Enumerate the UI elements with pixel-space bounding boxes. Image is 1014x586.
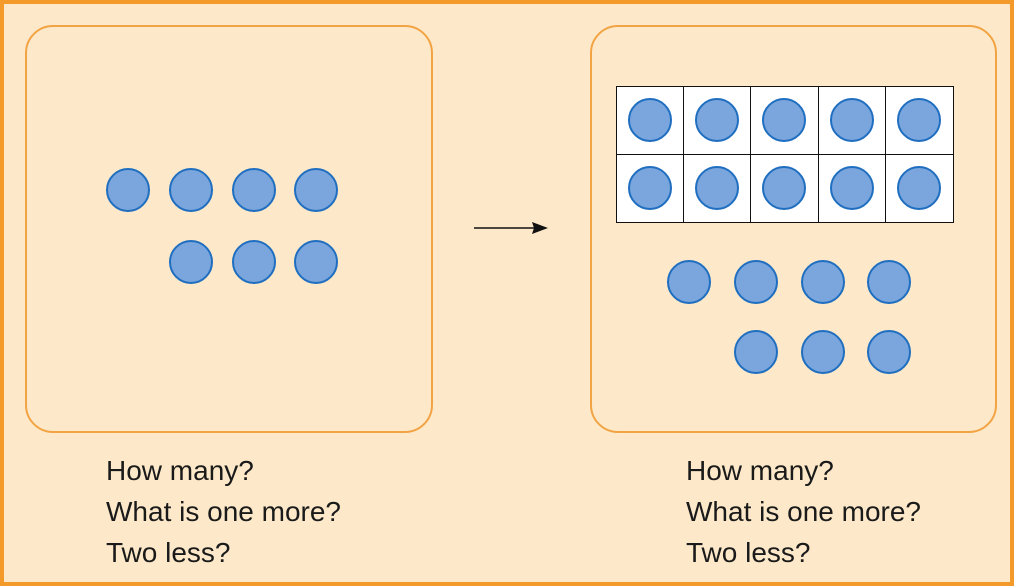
dot bbox=[762, 166, 807, 211]
ten-frame-cell bbox=[617, 154, 685, 222]
ten-frame-cell bbox=[818, 87, 886, 155]
ten-frame bbox=[616, 86, 954, 223]
dot bbox=[801, 330, 845, 374]
dot bbox=[867, 330, 911, 374]
question-one-more: What is one more? bbox=[686, 496, 921, 527]
ten-frame-cell bbox=[819, 154, 886, 222]
ten-frame-cell bbox=[751, 87, 819, 155]
question-how-many: How many? bbox=[106, 455, 254, 486]
dot bbox=[232, 168, 276, 212]
left-questions: How many? What is one more? Two less? bbox=[106, 450, 341, 573]
dot bbox=[867, 260, 911, 304]
question-one-more: What is one more? bbox=[106, 496, 341, 527]
dot bbox=[169, 168, 213, 212]
question-how-many: How many? bbox=[686, 455, 834, 486]
dot bbox=[762, 98, 807, 143]
right-arrow-icon bbox=[474, 222, 548, 234]
dot bbox=[169, 240, 213, 284]
right-questions: How many? What is one more? Two less? bbox=[686, 450, 921, 573]
dot bbox=[667, 260, 711, 304]
dot bbox=[294, 168, 338, 212]
dot bbox=[628, 166, 673, 211]
dot bbox=[734, 260, 778, 304]
dot bbox=[829, 166, 874, 211]
question-two-less: Two less? bbox=[106, 537, 231, 568]
dot bbox=[734, 330, 778, 374]
ten-frame-cell bbox=[751, 154, 819, 222]
dot bbox=[294, 240, 338, 284]
ten-frame-cell bbox=[684, 154, 752, 222]
dot bbox=[628, 98, 673, 143]
dot bbox=[695, 98, 740, 143]
dot bbox=[232, 240, 276, 284]
dot bbox=[897, 166, 942, 211]
dot bbox=[829, 98, 874, 143]
ten-frame-cell bbox=[885, 87, 953, 155]
ten-frame-cell bbox=[617, 87, 685, 155]
ten-frame-cell bbox=[886, 155, 953, 223]
question-two-less: Two less? bbox=[686, 537, 811, 568]
left-panel bbox=[25, 25, 433, 433]
dot bbox=[106, 168, 150, 212]
dot bbox=[801, 260, 845, 304]
ten-frame-cell bbox=[684, 87, 752, 155]
dot bbox=[897, 98, 942, 143]
dot bbox=[695, 166, 740, 211]
